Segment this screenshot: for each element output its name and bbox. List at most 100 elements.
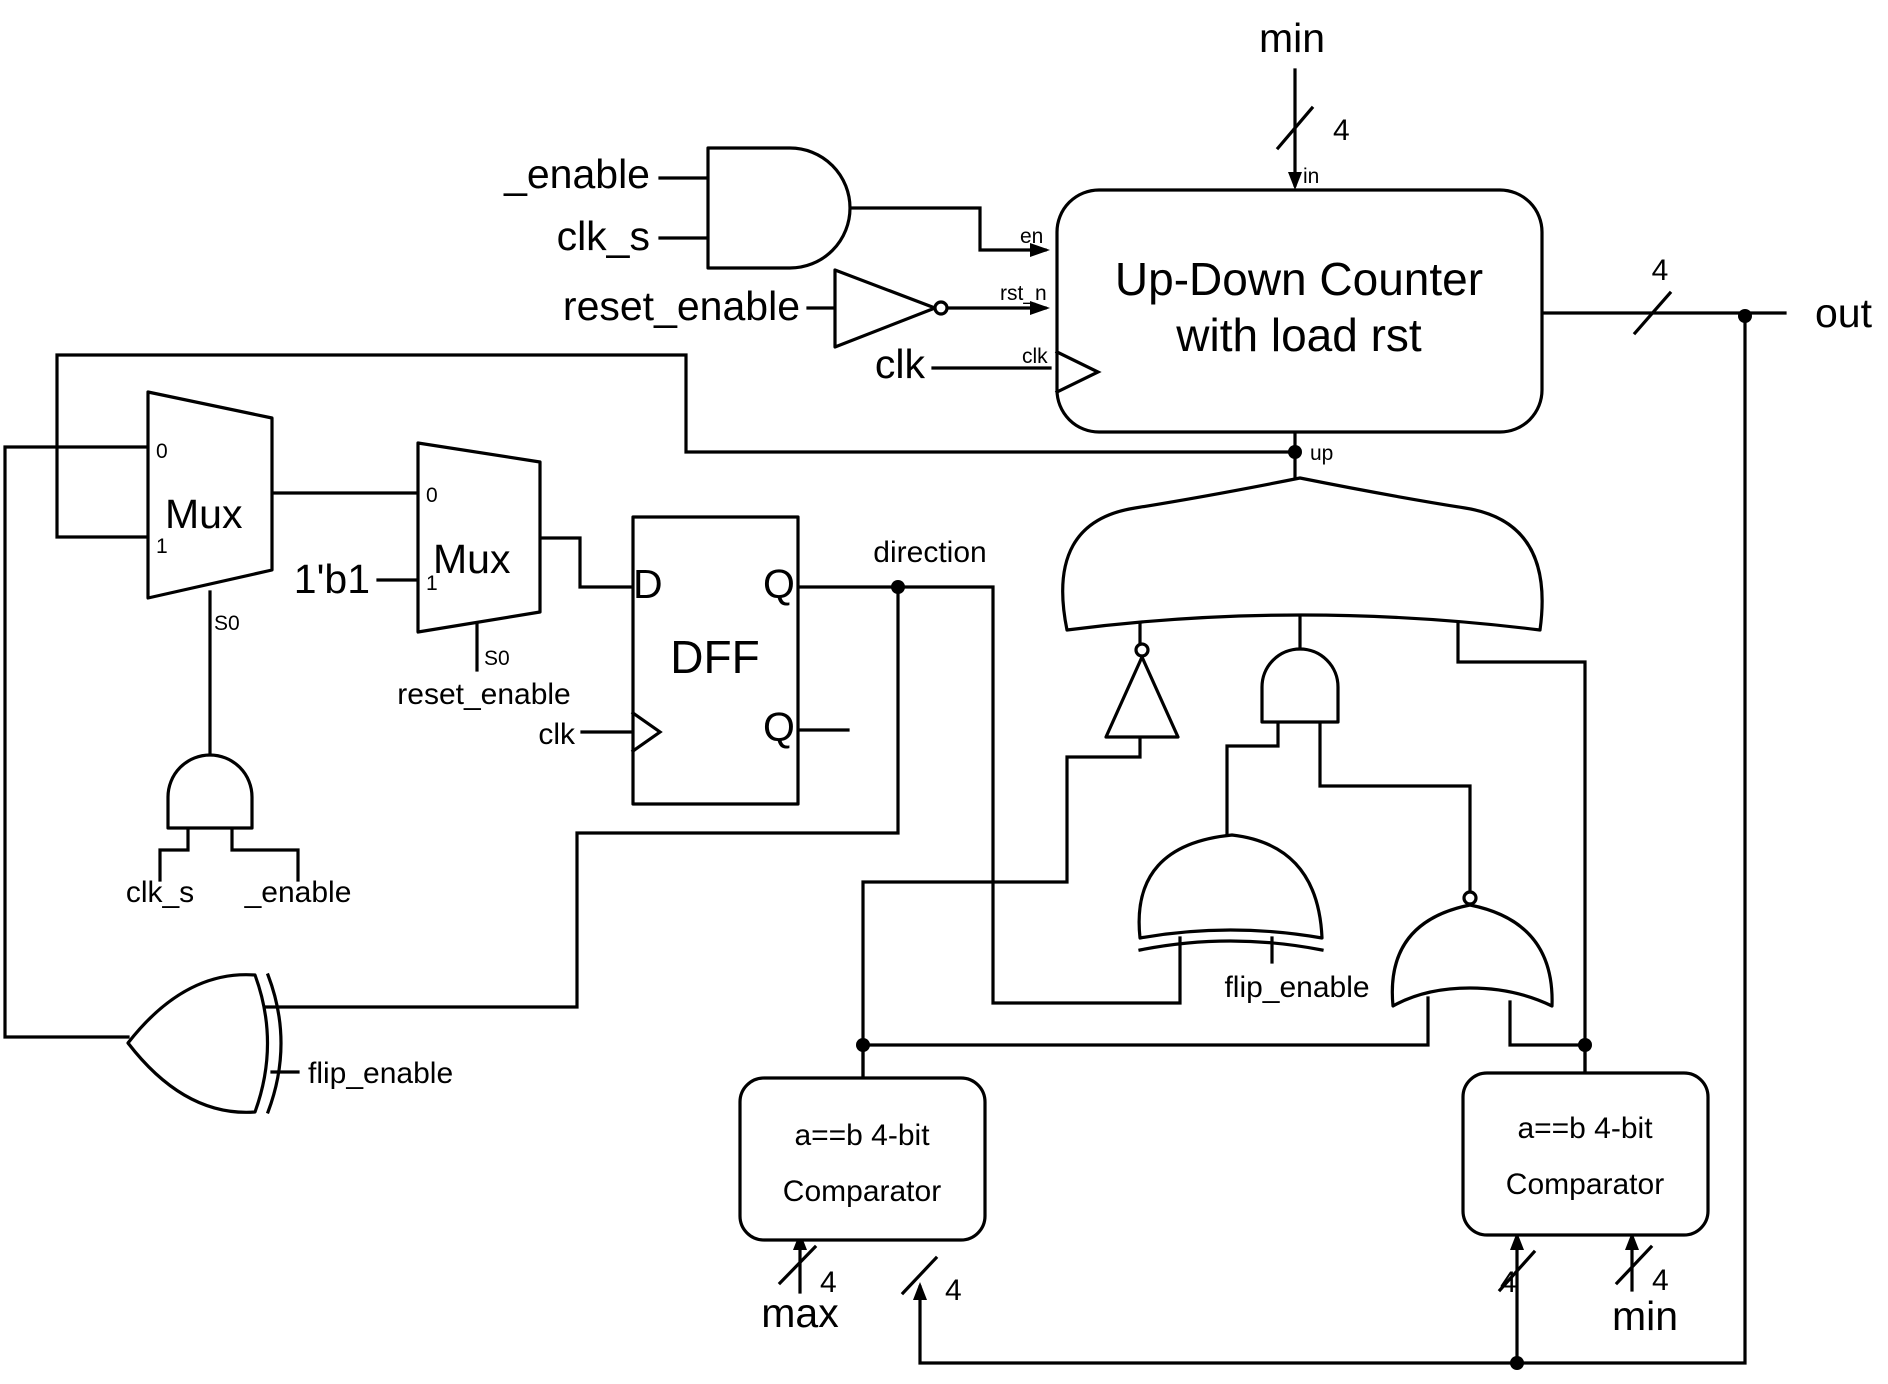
mux1-pin0: 0: [156, 440, 168, 463]
mux2-sel: S0: [484, 647, 510, 670]
mux2-label: Mux: [433, 536, 511, 582]
and-gate-middle: [1260, 647, 1340, 724]
dff-pin-q: Q: [763, 561, 795, 607]
comparator-left-line1: a==b 4-bit: [794, 1119, 930, 1152]
mux2-pin0: 0: [426, 484, 438, 507]
not-gate-upper-bubble: [1134, 642, 1150, 658]
dff-label: DFF: [670, 631, 759, 683]
labels: min 4 _enable clk_s reset_enable clk 4 o…: [126, 15, 1873, 1339]
comparator-left: a==b 4-bit Comparator: [738, 1076, 987, 1242]
arrow-cmp-left-b: [913, 1282, 927, 1300]
junction-cmp-left: [856, 1038, 870, 1052]
label-direction: direction: [873, 536, 986, 569]
wire-and2-b: [1318, 720, 1472, 894]
junction-out: [1738, 309, 1752, 323]
wire-out-feedback: [918, 314, 1747, 1365]
label-xor-flip: flip_enable: [308, 1057, 453, 1090]
label-mux1-and-a: clk_s: [126, 876, 194, 909]
arrow-rst: [1030, 301, 1050, 315]
mux1: Mux 0 1 S0: [146, 390, 274, 635]
comparator-right-line2: Comparator: [1506, 1168, 1664, 1201]
label-enable: _enable: [503, 151, 650, 197]
wire-direction-xor: [260, 585, 900, 1009]
wire-nor-b: [1508, 1000, 1587, 1047]
counter-pin-clk: clk: [1022, 345, 1048, 368]
dff-clock-marker: [630, 710, 663, 754]
or-gate-flip-body: [1137, 833, 1324, 940]
junctions: [856, 309, 1752, 1370]
counter-pin-rst: rst_n: [1000, 282, 1047, 305]
label-clk-s: clk_s: [557, 213, 650, 259]
wire-xor-mux1: [3, 445, 150, 1039]
dff-body: [631, 515, 800, 806]
wire-and-a: [158, 826, 190, 882]
counter-pin-en: en: [1020, 225, 1043, 248]
arrow-en: [1030, 243, 1050, 257]
not-gate-bubble: [933, 300, 949, 316]
wire-and2-a: [1225, 720, 1280, 835]
or-gate-flip: [1137, 833, 1324, 952]
mux1-pin1: 1: [156, 535, 168, 558]
mux2: Mux 0 1 S0: [416, 441, 542, 670]
counter-pin-in: in: [1303, 165, 1319, 188]
comparator-left-line2: Comparator: [783, 1175, 941, 1208]
dff-pin-d: D: [633, 561, 663, 607]
label-reset-enable: reset_enable: [563, 283, 800, 329]
or-gate-up: [1061, 476, 1544, 632]
bus-slash-out: [1632, 290, 1673, 336]
not-gate-upper-body: [1104, 655, 1180, 739]
mux2-body: [416, 441, 542, 634]
wire-and-en: [848, 206, 1047, 252]
junction-feedback: [1510, 1356, 1524, 1370]
label-cmp-left-b-bus: 4: [945, 1274, 962, 1307]
wire-and-b: [230, 826, 300, 882]
bus-slash-max: [777, 1244, 818, 1286]
comparator-right-body: [1461, 1071, 1710, 1237]
counter-title-line2: with load rst: [1175, 309, 1422, 361]
nor-gate: [1390, 890, 1554, 1008]
label-min-bottom: min: [1612, 1293, 1678, 1339]
label-clk: clk: [875, 341, 926, 387]
label-dff-clk: clk: [538, 718, 576, 751]
and-gate-enable: [706, 146, 852, 270]
bus-slash-min-bottom: [1614, 1244, 1654, 1286]
dff-pin-qn: Q: [763, 704, 795, 750]
xor-gate-back-curve: [265, 972, 283, 1115]
wires: [3, 68, 1787, 1365]
mux1-label: Mux: [165, 491, 243, 537]
bus-slash-cmp-right-a: [1497, 1249, 1537, 1293]
counter-pin-up: up: [1310, 442, 1333, 465]
dff: DFF D Q Q: [630, 515, 800, 806]
arrow-min-bottom: [1625, 1232, 1639, 1250]
label-cmp-right-a-bus: 4: [1500, 1266, 1517, 1299]
label-mux1-and-b: _enable: [244, 876, 352, 909]
counter-body: [1055, 188, 1544, 434]
not-gate-reset: [833, 268, 949, 349]
label-cmp-left-a-bus: 4: [820, 1266, 837, 1299]
xor-gate: [126, 972, 283, 1115]
label-logic-flip: flip_enable: [1224, 971, 1369, 1004]
junction-cmp-right: [1578, 1038, 1592, 1052]
counter-clock-marker: [1054, 349, 1102, 395]
label-max: max: [761, 1290, 839, 1336]
wire-nor-a: [861, 996, 1430, 1047]
nor-gate-body: [1390, 903, 1554, 1008]
xor-gate-body: [126, 973, 270, 1114]
and-gate-mux1-sel: [166, 753, 254, 830]
comparator-left-body: [738, 1076, 987, 1242]
label-out: out: [1815, 290, 1873, 336]
label-bus-out: 4: [1652, 254, 1669, 287]
arrow-min-in: [1288, 172, 1302, 190]
junction-direction: [891, 580, 905, 594]
wire-direction: [796, 585, 1182, 1005]
comparator-right: a==b 4-bit Comparator: [1461, 1071, 1710, 1237]
junction-up: [1288, 445, 1302, 459]
bus-slash-min: [1275, 105, 1315, 151]
wire-up-loop: [55, 353, 1297, 539]
wire-or-in3: [1456, 618, 1587, 1075]
up-down-counter: Up-Down Counter with load rst in en rst_…: [1000, 165, 1544, 465]
arrow-cmp-right-a: [1510, 1232, 1524, 1250]
bus-slash-cmp-left-b: [900, 1255, 939, 1296]
label-mux2-sel: reset_enable: [397, 678, 570, 711]
not-gate-upper: [1104, 642, 1180, 739]
